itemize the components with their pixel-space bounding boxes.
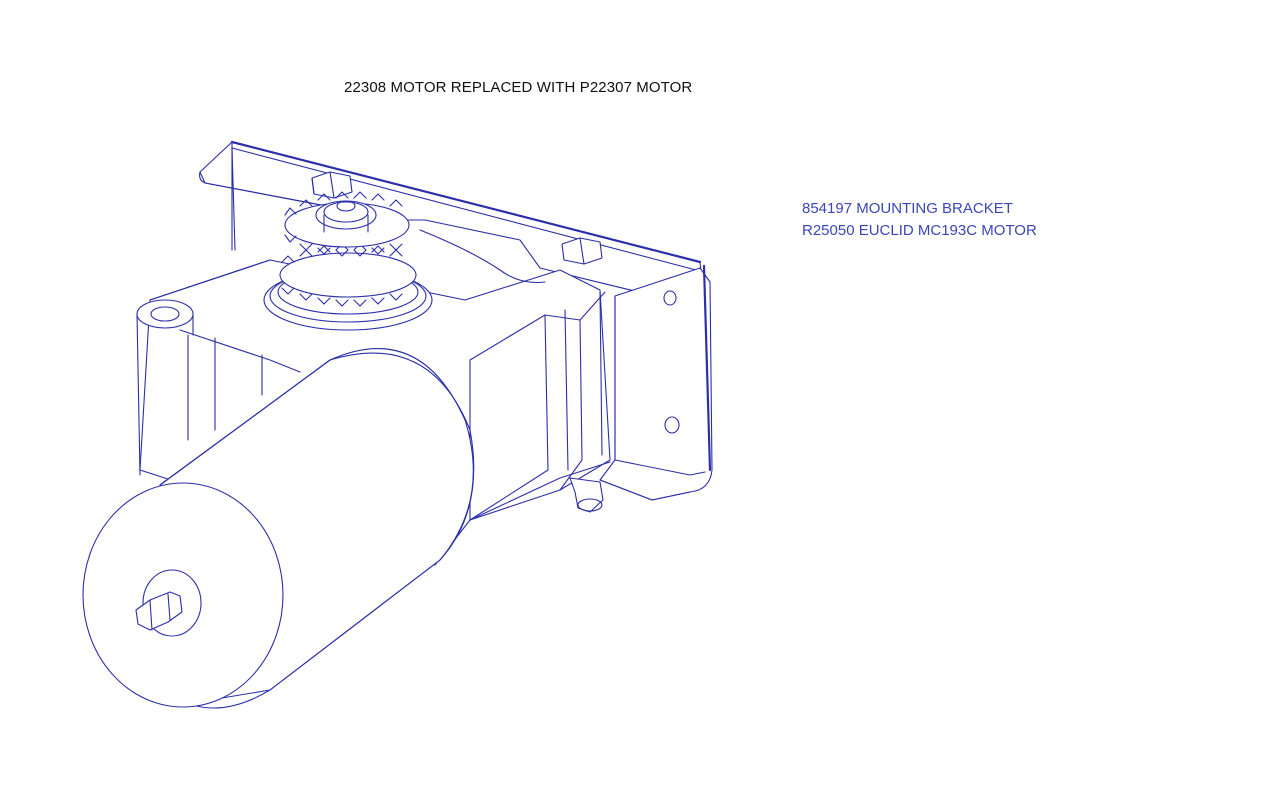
motor-end-boss xyxy=(142,569,202,637)
motor-label: R25050 EUCLID MC193C MOTOR xyxy=(802,222,1037,239)
bolts xyxy=(311,171,604,513)
bolt-bottom xyxy=(569,477,604,513)
diagram-title: 22308 MOTOR REPLACED WITH P22307 MOTOR xyxy=(344,79,693,96)
motor-cylinder xyxy=(82,348,475,709)
bracket-hole-lower xyxy=(664,416,680,434)
left-boss-top xyxy=(136,299,194,329)
bracket-hole-upper xyxy=(663,290,677,306)
sprocket-stack xyxy=(263,191,433,331)
flange-cutout xyxy=(419,229,546,284)
bracket-side-flange xyxy=(599,267,713,501)
motor-shaft xyxy=(135,591,183,631)
motor-end-face xyxy=(82,482,284,708)
mounting-bracket-label: 854197 MOUNTING BRACKET xyxy=(802,200,1013,217)
sprocket-lower xyxy=(279,252,417,298)
